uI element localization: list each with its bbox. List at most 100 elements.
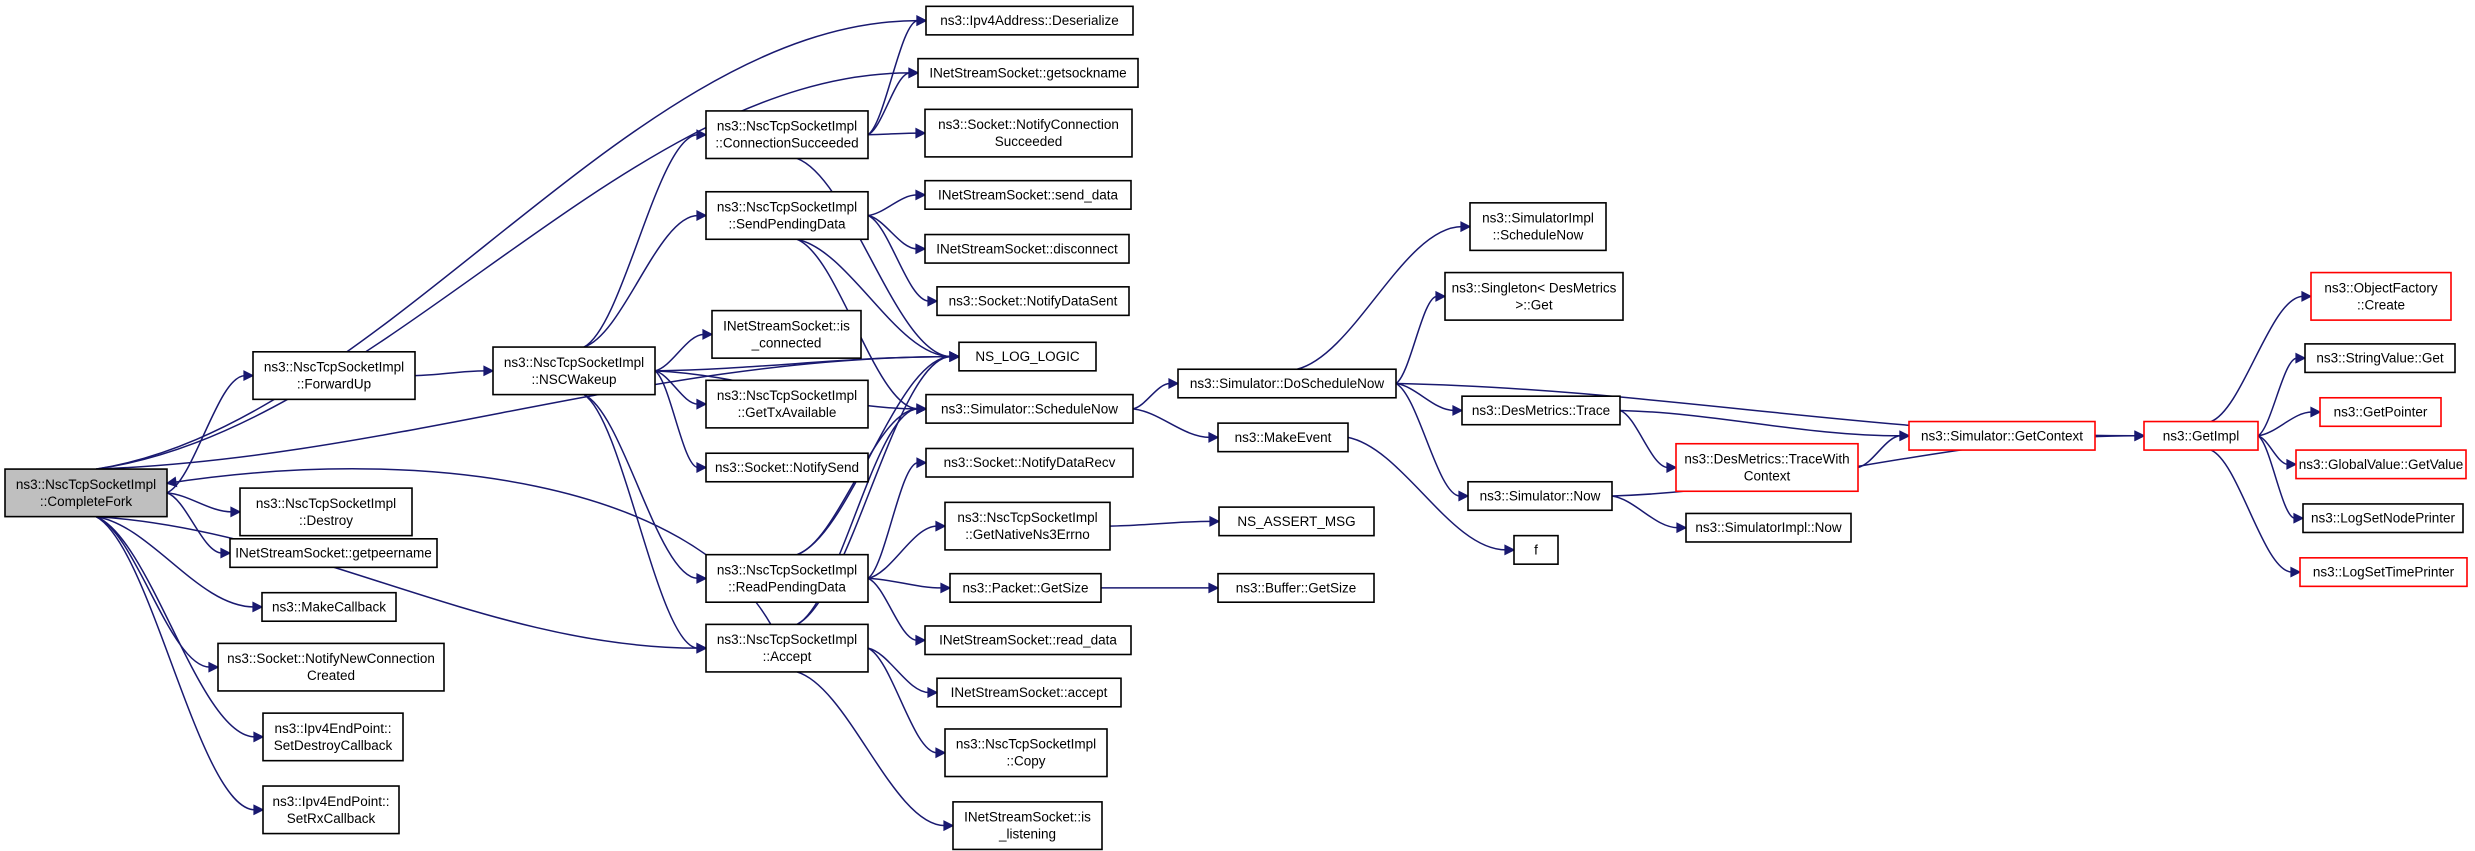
node-globalvalueget[interactable]: ns3::GlobalValue::GetValue (2295, 449, 2467, 480)
node-notifydatarecv[interactable]: ns3::Socket::NotifyDataRecv (925, 447, 1134, 478)
node-nslog[interactable]: NS_LOG_LOGIC (958, 341, 1097, 372)
node-logsettimeprinter[interactable]: ns3::LogSetTimePrinter (2299, 557, 2468, 588)
arrowhead (2310, 406, 2322, 418)
node-box (924, 108, 1133, 158)
node-notifydatasent[interactable]: ns3::Socket::NotifyDataSent (936, 286, 1130, 317)
node-nscwakeup[interactable]: ns3::NscTcpSocketImpl::NSCWakeup (492, 346, 656, 396)
node-f[interactable]: f (1513, 534, 1559, 565)
node-label: ns3::LogSetTimePrinter (2313, 565, 2455, 580)
node-singletonget[interactable]: ns3::Singleton< DesMetrics>::Get (1444, 271, 1624, 321)
edge-nscwakeup-to-gettxavail (654, 370, 708, 410)
node-simnow[interactable]: ns3::Simulator::Now (1467, 480, 1613, 512)
node-box (2302, 503, 2464, 534)
node-box (217, 642, 445, 692)
node-senddata[interactable]: INetStreamSocket::send_data (924, 179, 1132, 210)
node-label: ::Accept (763, 649, 812, 664)
node-box (705, 623, 869, 673)
node-getcontext[interactable]: ns3::Simulator::GetContext (1908, 420, 2096, 451)
edge-accept-to-nslog (796, 351, 961, 626)
node-simimplnow[interactable]: ns3::SimulatorImpl::Now (1685, 512, 1852, 543)
node-makecallback[interactable]: ns3::MakeCallback (261, 591, 397, 623)
node-accept[interactable]: ns3::NscTcpSocketImpl::Accept (705, 623, 869, 673)
node-label: ::ReadPendingData (728, 579, 846, 594)
node-stringvalueget[interactable]: ns3::StringValue::Get (2304, 343, 2456, 374)
node-simimplschednow[interactable]: ns3::SimulatorImpl::ScheduleNow (1469, 202, 1607, 252)
node-makeevent[interactable]: ns3::MakeEvent (1217, 422, 1349, 453)
node-connsucc[interactable]: ns3::NscTcpSocketImpl::ConnectionSucceed… (705, 110, 869, 160)
node-copy[interactable]: ns3::NscTcpSocketImpl::Copy (944, 728, 1108, 778)
node-getsockname[interactable]: INetStreamSocket::getsockname (917, 57, 1139, 88)
node-label: >::Get (1515, 297, 1552, 312)
node-logsetnodeprinter[interactable]: ns3::LogSetNodePrinter (2302, 503, 2464, 534)
node-disconnect[interactable]: INetStreamSocket::disconnect (924, 233, 1130, 264)
node-label: ::GetTxAvailable (738, 405, 837, 420)
arrowhead (916, 403, 928, 415)
node-label: ns3::NscTcpSocketImpl (717, 632, 857, 647)
node-box (705, 553, 869, 603)
node-label: Created (307, 668, 355, 683)
node-label: ::Destroy (299, 513, 353, 528)
node-completefork[interactable]: ns3::NscTcpSocketImpl::CompleteFork (4, 468, 168, 518)
node-readdata[interactable]: INetStreamSocket::read_data (924, 625, 1132, 656)
node-box (1461, 395, 1621, 426)
node-label: ns3::DesMetrics::Trace (1472, 403, 1610, 418)
node-label: SetRxCallback (287, 811, 376, 826)
node-notifysend[interactable]: ns3::Socket::NotifySend (705, 452, 869, 483)
arrowhead (2286, 458, 2298, 470)
node-buffergetsize[interactable]: ns3::Buffer::GetSize (1217, 572, 1375, 603)
arrowhead (915, 634, 927, 646)
node-box (1217, 422, 1349, 453)
node-box (944, 728, 1108, 778)
node-label: ns3::Simulator::DoScheduleNow (1190, 376, 1385, 391)
node-setrxcb[interactable]: ns3::Ipv4EndPoint::SetRxCallback (262, 785, 400, 835)
node-box (1177, 368, 1397, 399)
node-doschedulenow[interactable]: ns3::Simulator::DoScheduleNow (1177, 368, 1397, 399)
arrowhead (915, 189, 927, 201)
arrowhead (1208, 582, 1220, 594)
node-objfactcreate[interactable]: ns3::ObjectFactory::Create (2310, 271, 2452, 321)
edge-nscwakeup-to-sendpending (583, 210, 708, 348)
node-label: ns3::Singleton< DesMetrics (1452, 280, 1617, 295)
node-label: ::Create (2357, 297, 2405, 312)
node-box (924, 179, 1132, 210)
node-setdestroycb[interactable]: ns3::Ipv4EndPoint::SetDestroyCallback (262, 712, 404, 762)
node-label: ns3::SimulatorImpl::Now (1695, 520, 1842, 535)
node-inetaccept[interactable]: INetStreamSocket::accept (936, 677, 1122, 708)
node-isconnected[interactable]: INetStreamSocket::is_connected (711, 309, 862, 359)
node-packetgetsize[interactable]: ns3::Packet::GetSize (949, 572, 1102, 603)
node-gettxavail[interactable]: ns3::NscTcpSocketImpl::GetTxAvailable (705, 379, 869, 429)
node-schedulenow[interactable]: ns3::Simulator::ScheduleNow (925, 393, 1134, 424)
node-box (1513, 534, 1559, 565)
node-label: ns3::Simulator::GetContext (1921, 428, 2083, 443)
node-box (958, 341, 1097, 372)
arrowhead (935, 520, 947, 532)
node-readpending[interactable]: ns3::NscTcpSocketImpl::ReadPendingData (705, 553, 869, 603)
node-getpointer[interactable]: ns3::GetPointer (2319, 396, 2442, 428)
node-label: ns3::NscTcpSocketImpl (717, 562, 857, 577)
node-deserialize[interactable]: ns3::Ipv4Address::Deserialize (925, 5, 1134, 36)
node-destroy[interactable]: ns3::NscTcpSocketImpl::Destroy (239, 487, 413, 537)
edge-completefork-to-setdestroycb (95, 515, 265, 743)
node-label: Context (1744, 468, 1791, 483)
node-box (492, 346, 656, 396)
node-box (924, 233, 1130, 264)
node-sendpending[interactable]: ns3::NscTcpSocketImpl::SendPendingData (705, 190, 869, 241)
node-islistening[interactable]: INetStreamSocket::is_listening (952, 801, 1103, 851)
arrowhead (2293, 512, 2305, 524)
node-box (4, 468, 168, 518)
node-box (262, 712, 404, 762)
node-nsassert[interactable]: NS_ASSERT_MSG (1218, 506, 1375, 537)
node-desmetricstrace[interactable]: ns3::DesMetrics::Trace (1461, 395, 1621, 426)
node-forwardup[interactable]: ns3::NscTcpSocketImpl::ForwardUp (252, 351, 416, 401)
arrowhead (1676, 522, 1688, 534)
node-label: ::ScheduleNow (1493, 228, 1584, 243)
node-getimpl[interactable]: ns3::GetImpl (2143, 420, 2259, 451)
node-box (944, 501, 1111, 551)
node-label: ::GetNativeNs3Errno (965, 527, 1090, 542)
node-getpeername[interactable]: INetStreamSocket::getpeername (229, 538, 438, 569)
arrowhead (2295, 352, 2307, 364)
node-getnativeerrno[interactable]: ns3::NscTcpSocketImpl::GetNativeNs3Errno (944, 501, 1111, 551)
